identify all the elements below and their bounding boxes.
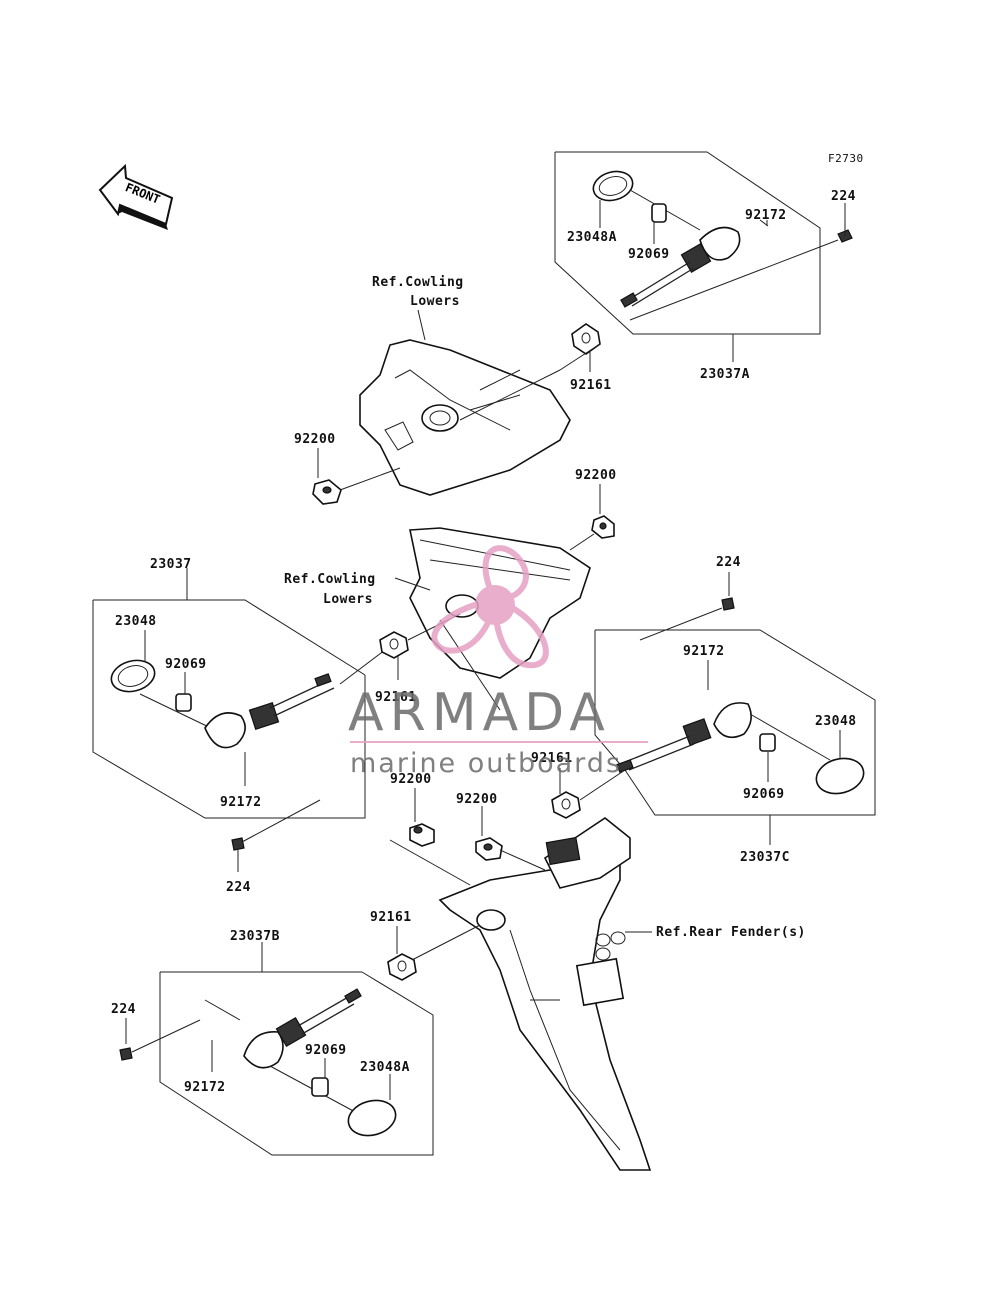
label-23048A-bottom: 23048A (360, 1060, 410, 1075)
grommet-92161-top: 92161 (570, 323, 612, 393)
signal-housing-right (713, 702, 752, 739)
assembly-23037A: 23048A 92069 92172 224 23037A (554, 151, 856, 382)
signal-housing-top (699, 226, 741, 261)
signal-housing-left (204, 712, 246, 749)
cowling-lower-top: Ref.Cowling Lowers (359, 275, 601, 496)
label-ref-cowling-mid: Ref.Cowling (284, 572, 376, 587)
label-92200-mid-1: 92200 (390, 772, 432, 787)
label-224-top: 224 (831, 189, 856, 204)
label-lowers-mid: Lowers (323, 592, 373, 607)
signal-housing-bottom (243, 1031, 284, 1069)
lens-23048-left (110, 659, 156, 693)
label-224-bottom: 224 (111, 1002, 136, 1017)
label-92161-right: 92161 (531, 751, 573, 766)
label-224-right: 224 (716, 555, 741, 570)
label-92161-left: 92161 (375, 690, 417, 705)
label-23037: 23037 (150, 557, 192, 572)
label-92069-bottom: 92069 (305, 1043, 347, 1058)
bulb-92069-right (759, 733, 776, 752)
label-ref-rear-fender: Ref.Rear Fender(s) (656, 925, 806, 940)
label-92200-top-left: 92200 (294, 432, 336, 447)
watermark-tagline: marine outboards (350, 748, 622, 779)
label-92069-left: 92069 (165, 657, 207, 672)
label-lowers-top: Lowers (410, 294, 460, 309)
label-224-left: 224 (226, 880, 251, 895)
lens-23048-right (815, 757, 865, 795)
lens-23048A-top (592, 170, 634, 202)
propeller-logo-icon (431, 545, 549, 669)
label-23037B: 23037B (230, 929, 280, 944)
label-92161-bottom: 92161 (370, 910, 412, 925)
label-92200-mid-2: 92200 (456, 792, 498, 807)
bulb-92069-left (175, 693, 192, 712)
label-92069-right: 92069 (743, 787, 785, 802)
lens-23048A-bottom (347, 1099, 397, 1137)
screw-224-right (721, 597, 735, 611)
clip-92200-top-left: 92200 (294, 432, 401, 505)
grommet-92161-bottom: 92161 (370, 910, 481, 981)
grommet-92161-right: 92161 (531, 751, 626, 819)
assembly-23037C: 23037C 224 92172 92069 23048 (594, 555, 876, 865)
screw-224-bottom (119, 1047, 133, 1061)
bulb-92069-bottom (311, 1077, 329, 1097)
label-92069-top: 92069 (628, 247, 670, 262)
grommet-92161-left: 92161 (375, 613, 461, 705)
rear-fender: Ref.Rear Fender(s) (438, 817, 806, 1171)
assembly-23037B: 23037B 224 92172 92069 23048A (111, 929, 434, 1156)
label-ref-cowling-top: Ref.Cowling (372, 275, 464, 290)
armada-watermark: ARMADA marine outboards (348, 545, 648, 779)
label-23037C: 23037C (740, 850, 790, 865)
label-92161-top: 92161 (570, 378, 612, 393)
label-23048A-top: 23048A (567, 230, 617, 245)
clip-92200-top-right: 92200 (569, 468, 617, 551)
bulb-92069-top (651, 203, 667, 223)
label-92200-top-right: 92200 (575, 468, 617, 483)
label-23037A: 23037A (700, 367, 750, 382)
screw-224-left: 224 (226, 799, 321, 895)
label-92172-bottom: 92172 (184, 1080, 226, 1095)
clip-92200-mid-1: 92200 (389, 772, 471, 886)
label-92172-top: 92172 (745, 208, 787, 223)
label-23048-right: 23048 (815, 714, 857, 729)
watermark-brand: ARMADA (348, 683, 611, 743)
assembly-23037: 23037 23048 92069 92172 (92, 557, 386, 819)
label-92172-right: 92172 (683, 644, 725, 659)
front-arrow-icon: FRONT (98, 163, 174, 230)
figure-id: F2730 (828, 152, 864, 165)
label-92172-left: 92172 (220, 795, 262, 810)
clip-92200-mid-2: 92200 (456, 792, 546, 871)
label-23048-left: 23048 (115, 614, 157, 629)
